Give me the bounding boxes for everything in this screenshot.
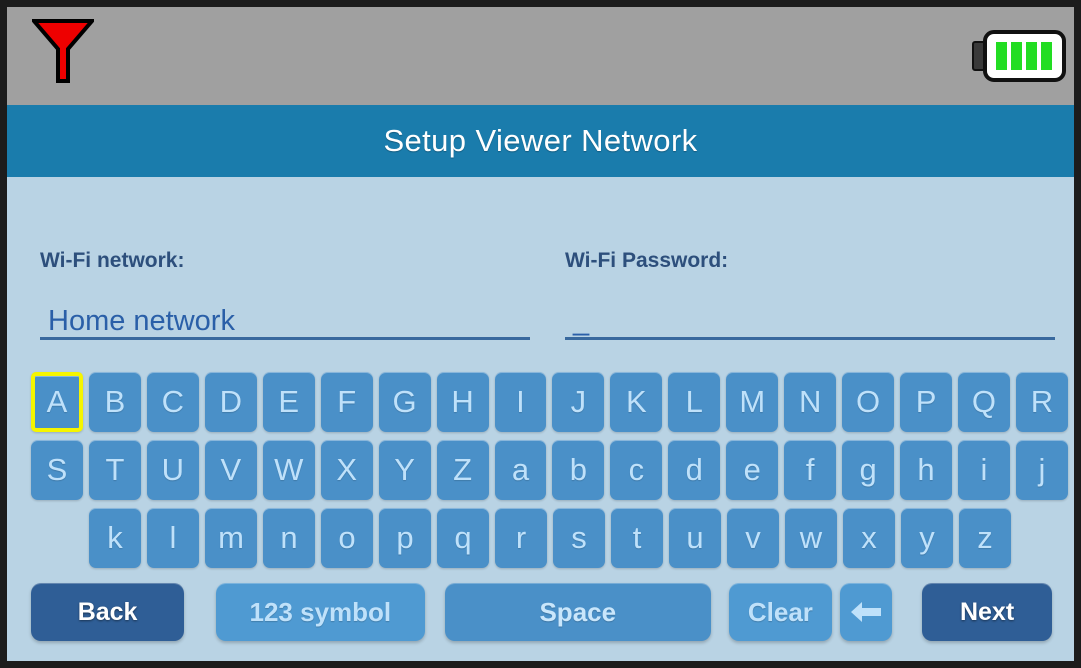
key-P[interactable]: P	[900, 372, 953, 432]
key-b[interactable]: b	[552, 440, 605, 500]
symbol-mode-button[interactable]: 123 symbol	[216, 583, 425, 641]
key-y[interactable]: y	[901, 508, 953, 568]
key-G[interactable]: G	[378, 372, 431, 432]
key-s[interactable]: s	[553, 508, 605, 568]
key-e[interactable]: e	[726, 440, 779, 500]
key-p[interactable]: p	[379, 508, 431, 568]
key-E[interactable]: E	[262, 372, 315, 432]
keyboard-action-row: Back 123 symbol Space Clear Next	[7, 578, 1074, 646]
key-O[interactable]: O	[842, 372, 895, 432]
page-title: Setup Viewer Network	[383, 123, 698, 158]
key-u[interactable]: u	[669, 508, 721, 568]
key-l[interactable]: l	[147, 508, 199, 568]
key-m[interactable]: m	[205, 508, 257, 568]
wifi-password-field-group: Wi-Fi Password: _	[565, 249, 1055, 340]
key-j[interactable]: j	[1015, 440, 1068, 500]
wifi-network-value: Home network	[48, 305, 235, 337]
key-o[interactable]: o	[321, 508, 373, 568]
key-Q[interactable]: Q	[958, 372, 1010, 432]
key-g[interactable]: g	[842, 440, 895, 500]
wifi-network-input[interactable]: Home network	[40, 297, 530, 340]
key-v[interactable]: v	[727, 508, 779, 568]
key-N[interactable]: N	[784, 372, 837, 432]
key-c[interactable]: c	[610, 440, 663, 500]
title-bar: Setup Viewer Network	[7, 105, 1074, 177]
space-button[interactable]: Space	[444, 583, 712, 641]
key-L[interactable]: L	[668, 372, 721, 432]
key-D[interactable]: D	[204, 372, 257, 432]
key-q[interactable]: q	[437, 508, 489, 568]
clear-button[interactable]: Clear	[729, 583, 832, 641]
wifi-password-label: Wi-Fi Password:	[565, 249, 729, 272]
key-h[interactable]: h	[900, 440, 952, 500]
key-Y[interactable]: Y	[378, 440, 431, 500]
key-d[interactable]: d	[668, 440, 721, 500]
key-R[interactable]: R	[1015, 372, 1068, 432]
key-J[interactable]: J	[552, 372, 605, 432]
key-I[interactable]: I	[494, 372, 547, 432]
key-T[interactable]: T	[88, 440, 141, 500]
key-F[interactable]: F	[320, 372, 373, 432]
key-M[interactable]: M	[726, 372, 779, 432]
form-fields: Wi-Fi network: Home network Wi-Fi Passwo…	[7, 177, 1074, 372]
next-button[interactable]: Next	[922, 583, 1052, 641]
status-bar	[7, 7, 1074, 105]
key-a[interactable]: a	[494, 440, 547, 500]
wifi-password-input[interactable]: _	[565, 297, 1055, 340]
wifi-network-field-group: Wi-Fi network: Home network	[40, 249, 530, 340]
key-z[interactable]: z	[959, 508, 1011, 568]
key-r[interactable]: r	[495, 508, 547, 568]
backspace-button[interactable]	[839, 583, 893, 641]
key-X[interactable]: X	[320, 440, 373, 500]
key-f[interactable]: f	[784, 440, 837, 500]
backspace-arrow-icon	[850, 602, 881, 622]
key-k[interactable]: k	[89, 508, 141, 568]
wifi-password-value: _	[573, 305, 590, 337]
battery-full-icon	[972, 30, 1066, 82]
key-x[interactable]: x	[843, 508, 895, 568]
key-A[interactable]: A	[31, 372, 83, 432]
key-W[interactable]: W	[262, 440, 315, 500]
antenna-funnel-icon	[32, 19, 94, 83]
key-i[interactable]: i	[958, 440, 1010, 500]
key-H[interactable]: H	[436, 372, 489, 432]
key-C[interactable]: C	[146, 372, 199, 432]
key-B[interactable]: B	[88, 372, 141, 432]
key-Z[interactable]: Z	[436, 440, 489, 500]
key-n[interactable]: n	[263, 508, 315, 568]
back-button[interactable]: Back	[31, 583, 185, 641]
content-area: Wi-Fi network: Home network Wi-Fi Passwo…	[7, 177, 1074, 661]
key-t[interactable]: t	[611, 508, 663, 568]
key-K[interactable]: K	[610, 372, 663, 432]
key-S[interactable]: S	[31, 440, 83, 500]
key-w[interactable]: w	[785, 508, 837, 568]
wifi-network-label: Wi-Fi network:	[40, 249, 185, 272]
key-V[interactable]: V	[204, 440, 257, 500]
key-U[interactable]: U	[146, 440, 199, 500]
